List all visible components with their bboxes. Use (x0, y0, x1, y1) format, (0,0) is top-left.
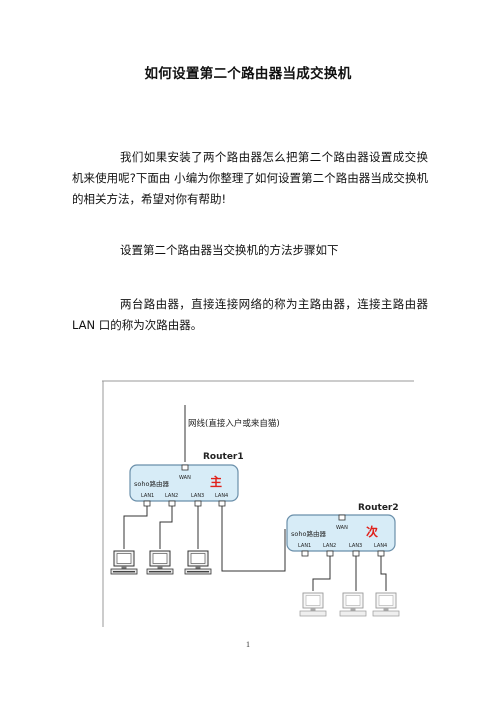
pc-3 (184, 550, 212, 575)
router2-wan-label: WAN (336, 525, 348, 531)
pc-2 (146, 550, 174, 575)
pc-1 (110, 550, 138, 575)
router2-lan2-label: LAN2 (323, 543, 336, 549)
router1-lan1-port (143, 500, 151, 507)
router1-lan2-cable (159, 506, 173, 549)
pc-5 (339, 592, 367, 617)
router1-wan-label: WAN (179, 475, 191, 481)
router1-lan1-label: LAN1 (141, 493, 154, 499)
router1-lan4-label: LAN4 (215, 493, 228, 499)
router2-lan4-label: LAN4 (374, 543, 387, 549)
router1-device-label: soho路由器 (134, 479, 169, 488)
router1-lan2-port (168, 500, 176, 507)
router2-lan1-port (301, 550, 309, 557)
router1-lan1-cable (123, 506, 148, 549)
pc-6 (372, 592, 400, 617)
router2-role-label: 次 (366, 524, 378, 539)
router2-lan4-port (377, 550, 385, 557)
steps-heading-paragraph: 设置第二个路由器当交换机的方法步骤如下 (120, 243, 339, 257)
router1-lan4-port (218, 500, 226, 507)
router2-lan2-port (326, 550, 334, 557)
router2-name: Router2 (358, 503, 399, 513)
router2-lan3-label: LAN3 (349, 543, 362, 549)
wan-cable-label: 网线(直接入户或来自猫) (188, 418, 280, 429)
router1-name: Router1 (203, 452, 244, 462)
pc-4 (299, 592, 327, 617)
routers-description-paragraph: 两台路由器，直接连接网络的称为主路由器，连接主路由器LAN 口的称为次路由器。 (72, 297, 428, 332)
router2-lan1-label: LAN1 (298, 543, 311, 549)
router1-role-label: 主 (210, 474, 222, 489)
router1-lan3-label: LAN3 (191, 493, 204, 499)
router2-lan3-port (352, 550, 360, 557)
router2-device-label: soho路由器 (291, 529, 326, 538)
router2-lan4-cable (380, 556, 387, 591)
page-number: 1 (246, 640, 250, 649)
router2-lan2-cable (312, 556, 331, 591)
router2-wan-port (338, 514, 346, 521)
router-link-cable (221, 506, 286, 572)
router1-lan2-label: LAN2 (165, 493, 178, 499)
document-title: 如何设置第二个路由器当成交换机 (144, 66, 352, 82)
router1-wan-port (181, 464, 189, 471)
router1-lan3-port (194, 500, 202, 507)
intro-paragraph: 我们如果安装了两个路由器怎么把第二个路由器设置成交换机来使用呢?下面由 小编为你… (72, 150, 428, 206)
network-diagram: 网线(直接入户或来自猫) Router1 WAN soho路由器 主 LAN1 … (102, 380, 414, 627)
